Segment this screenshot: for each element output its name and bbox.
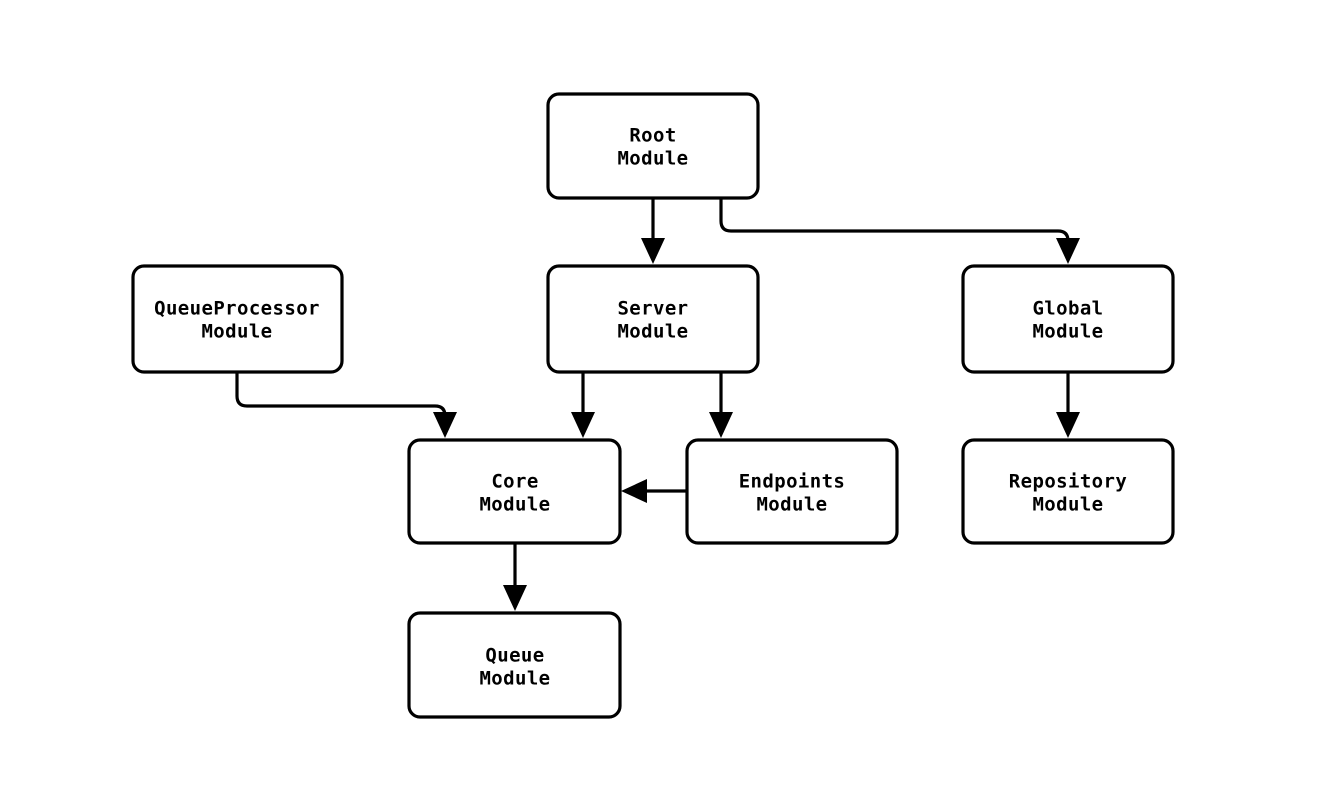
edge-core-to-queue xyxy=(503,543,527,611)
edge-root-to-global-line xyxy=(719,198,1070,243)
edge-endpoints-to-core-arrowhead xyxy=(621,479,647,503)
node-core-module-label-line2: Module xyxy=(479,494,550,516)
edge-queueprocessor-to-core-line xyxy=(235,372,447,418)
node-queueprocessor-module-label-line2: Module xyxy=(201,321,272,343)
node-global-module-shape[interactable] xyxy=(961,264,1175,374)
edge-layer xyxy=(235,198,1080,611)
node-queueprocessor-module-label-line1: QueueProcessor xyxy=(154,298,320,320)
node-global-module[interactable]: Global Module xyxy=(961,264,1175,374)
node-queue-module[interactable]: Queue Module xyxy=(407,611,622,719)
node-queue-module-label-line2: Module xyxy=(479,668,550,690)
edge-global-to-repository-arrowhead xyxy=(1056,412,1080,438)
edge-root-to-global xyxy=(719,198,1080,264)
node-root-module-label-line1: Root xyxy=(629,125,676,147)
node-root-module-label-line2: Module xyxy=(617,148,688,170)
node-layer: Root Module QueueProcessor Module Server… xyxy=(131,92,1175,719)
node-server-module[interactable]: Server Module xyxy=(546,264,760,374)
edge-root-to-server-arrowhead xyxy=(641,238,665,264)
edge-server-to-core xyxy=(571,372,595,438)
node-repository-module-shape[interactable] xyxy=(961,438,1175,545)
edge-server-to-endpoints-arrowhead xyxy=(709,412,733,438)
node-core-module[interactable]: Core Module xyxy=(407,438,622,545)
edge-server-to-core-arrowhead xyxy=(571,412,595,438)
edge-core-to-queue-arrowhead xyxy=(503,585,527,611)
edge-server-to-endpoints xyxy=(709,372,733,438)
node-queueprocessor-module[interactable]: QueueProcessor Module xyxy=(131,264,344,374)
edge-queueprocessor-to-core xyxy=(235,372,457,438)
node-repository-module-label-line1: Repository xyxy=(1009,471,1127,493)
node-endpoints-module-label-line2: Module xyxy=(756,494,827,516)
node-global-module-label-line1: Global xyxy=(1032,298,1103,320)
node-server-module-label-line2: Module xyxy=(617,321,688,343)
node-server-module-label-line1: Server xyxy=(617,298,688,320)
node-root-module-shape[interactable] xyxy=(546,92,760,200)
node-queue-module-label-line1: Queue xyxy=(485,645,544,667)
edge-global-to-repository xyxy=(1056,372,1080,438)
edge-endpoints-to-core xyxy=(621,479,687,503)
node-repository-module[interactable]: Repository Module xyxy=(961,438,1175,545)
edge-root-to-global-arrowhead xyxy=(1056,238,1080,264)
node-root-module[interactable]: Root Module xyxy=(546,92,760,200)
edge-queueprocessor-to-core-arrowhead xyxy=(433,412,457,438)
node-endpoints-module[interactable]: Endpoints Module xyxy=(685,438,899,545)
node-queueprocessor-module-shape[interactable] xyxy=(131,264,344,374)
node-core-module-label-line1: Core xyxy=(491,471,538,493)
node-global-module-label-line2: Module xyxy=(1032,321,1103,343)
node-core-module-shape[interactable] xyxy=(407,438,622,545)
node-endpoints-module-shape[interactable] xyxy=(685,438,899,545)
edge-root-to-server xyxy=(641,198,665,264)
node-endpoints-module-label-line1: Endpoints xyxy=(739,471,846,493)
node-repository-module-label-line2: Module xyxy=(1032,494,1103,516)
node-server-module-shape[interactable] xyxy=(546,264,760,374)
node-queue-module-shape[interactable] xyxy=(407,611,622,719)
